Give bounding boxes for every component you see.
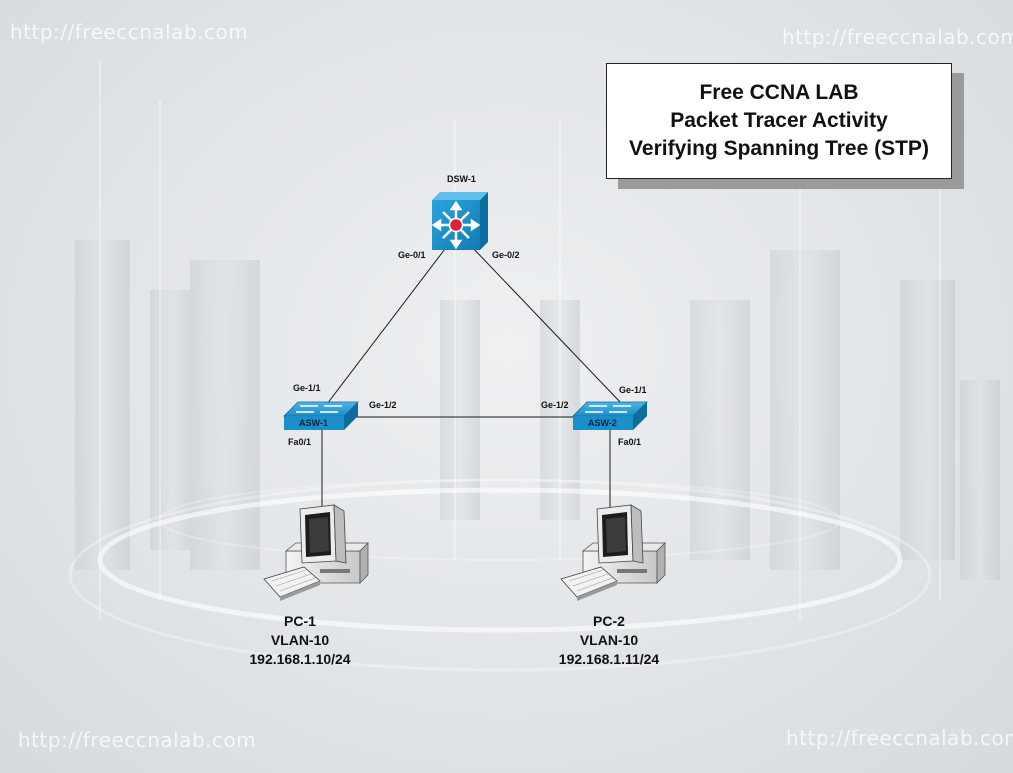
port-label-dsw1-ge01: Ge-0/1 xyxy=(398,250,426,260)
port-label-asw2-ge12: Ge-1/2 xyxy=(541,400,569,410)
port-label-asw1-ge11: Ge-1/1 xyxy=(293,383,321,393)
dsw1-label: DSW-1 xyxy=(447,174,476,184)
lab-title-box: Free CCNA LAB Packet Tracer Activity Ver… xyxy=(606,63,952,179)
watermark-bottom-left: http://freeccnalab.com xyxy=(18,728,257,752)
asw1-label: ASW-1 xyxy=(299,418,328,428)
pc2-ip: 192.168.1.11/24 xyxy=(558,651,660,667)
pc1-name: PC-1 xyxy=(284,613,316,629)
pc1-computer-icon[interactable] xyxy=(263,504,369,601)
pc1-ip: 192.168.1.10/24 xyxy=(249,651,351,667)
asw2-label: ASW-2 xyxy=(588,418,617,428)
pc1-label-block: PC-1 VLAN-10 192.168.1.10/24 xyxy=(240,612,360,669)
title-line-2: Packet Tracer Activity xyxy=(670,109,888,132)
link-dsw1-asw1 xyxy=(326,244,449,405)
port-label-asw2-ge11: Ge-1/1 xyxy=(619,385,647,395)
pc2-label-block: PC-2 VLAN-10 192.168.1.11/24 xyxy=(549,612,669,669)
pc2-name: PC-2 xyxy=(593,613,625,629)
watermark-top-right: http://freeccnalab.com xyxy=(782,25,1013,49)
watermark-bottom-right: http://freeccnalab.com xyxy=(786,726,1013,750)
link-dsw1-asw2 xyxy=(469,244,623,405)
watermark-top-left: http://freeccnalab.com xyxy=(10,20,249,44)
pc2-computer-icon[interactable] xyxy=(560,504,666,601)
asw2-switch-icon[interactable] xyxy=(572,401,648,430)
asw1-switch-icon[interactable] xyxy=(283,401,359,430)
pc1-vlan: VLAN-10 xyxy=(270,632,330,648)
multilayer-switch-icon[interactable] xyxy=(431,192,488,250)
port-label-asw1-fa01: Fa0/1 xyxy=(288,437,312,447)
title-line-1: Free CCNA LAB xyxy=(699,81,859,104)
port-label-asw1-ge12: Ge-1/2 xyxy=(369,400,397,410)
port-label-asw2-fa01: Fa0/1 xyxy=(618,437,642,447)
title-line-3: Verifying Spanning Tree (STP) xyxy=(629,137,929,160)
pc2-vlan: VLAN-10 xyxy=(579,632,639,648)
port-label-dsw1-ge02: Ge-0/2 xyxy=(492,250,520,260)
